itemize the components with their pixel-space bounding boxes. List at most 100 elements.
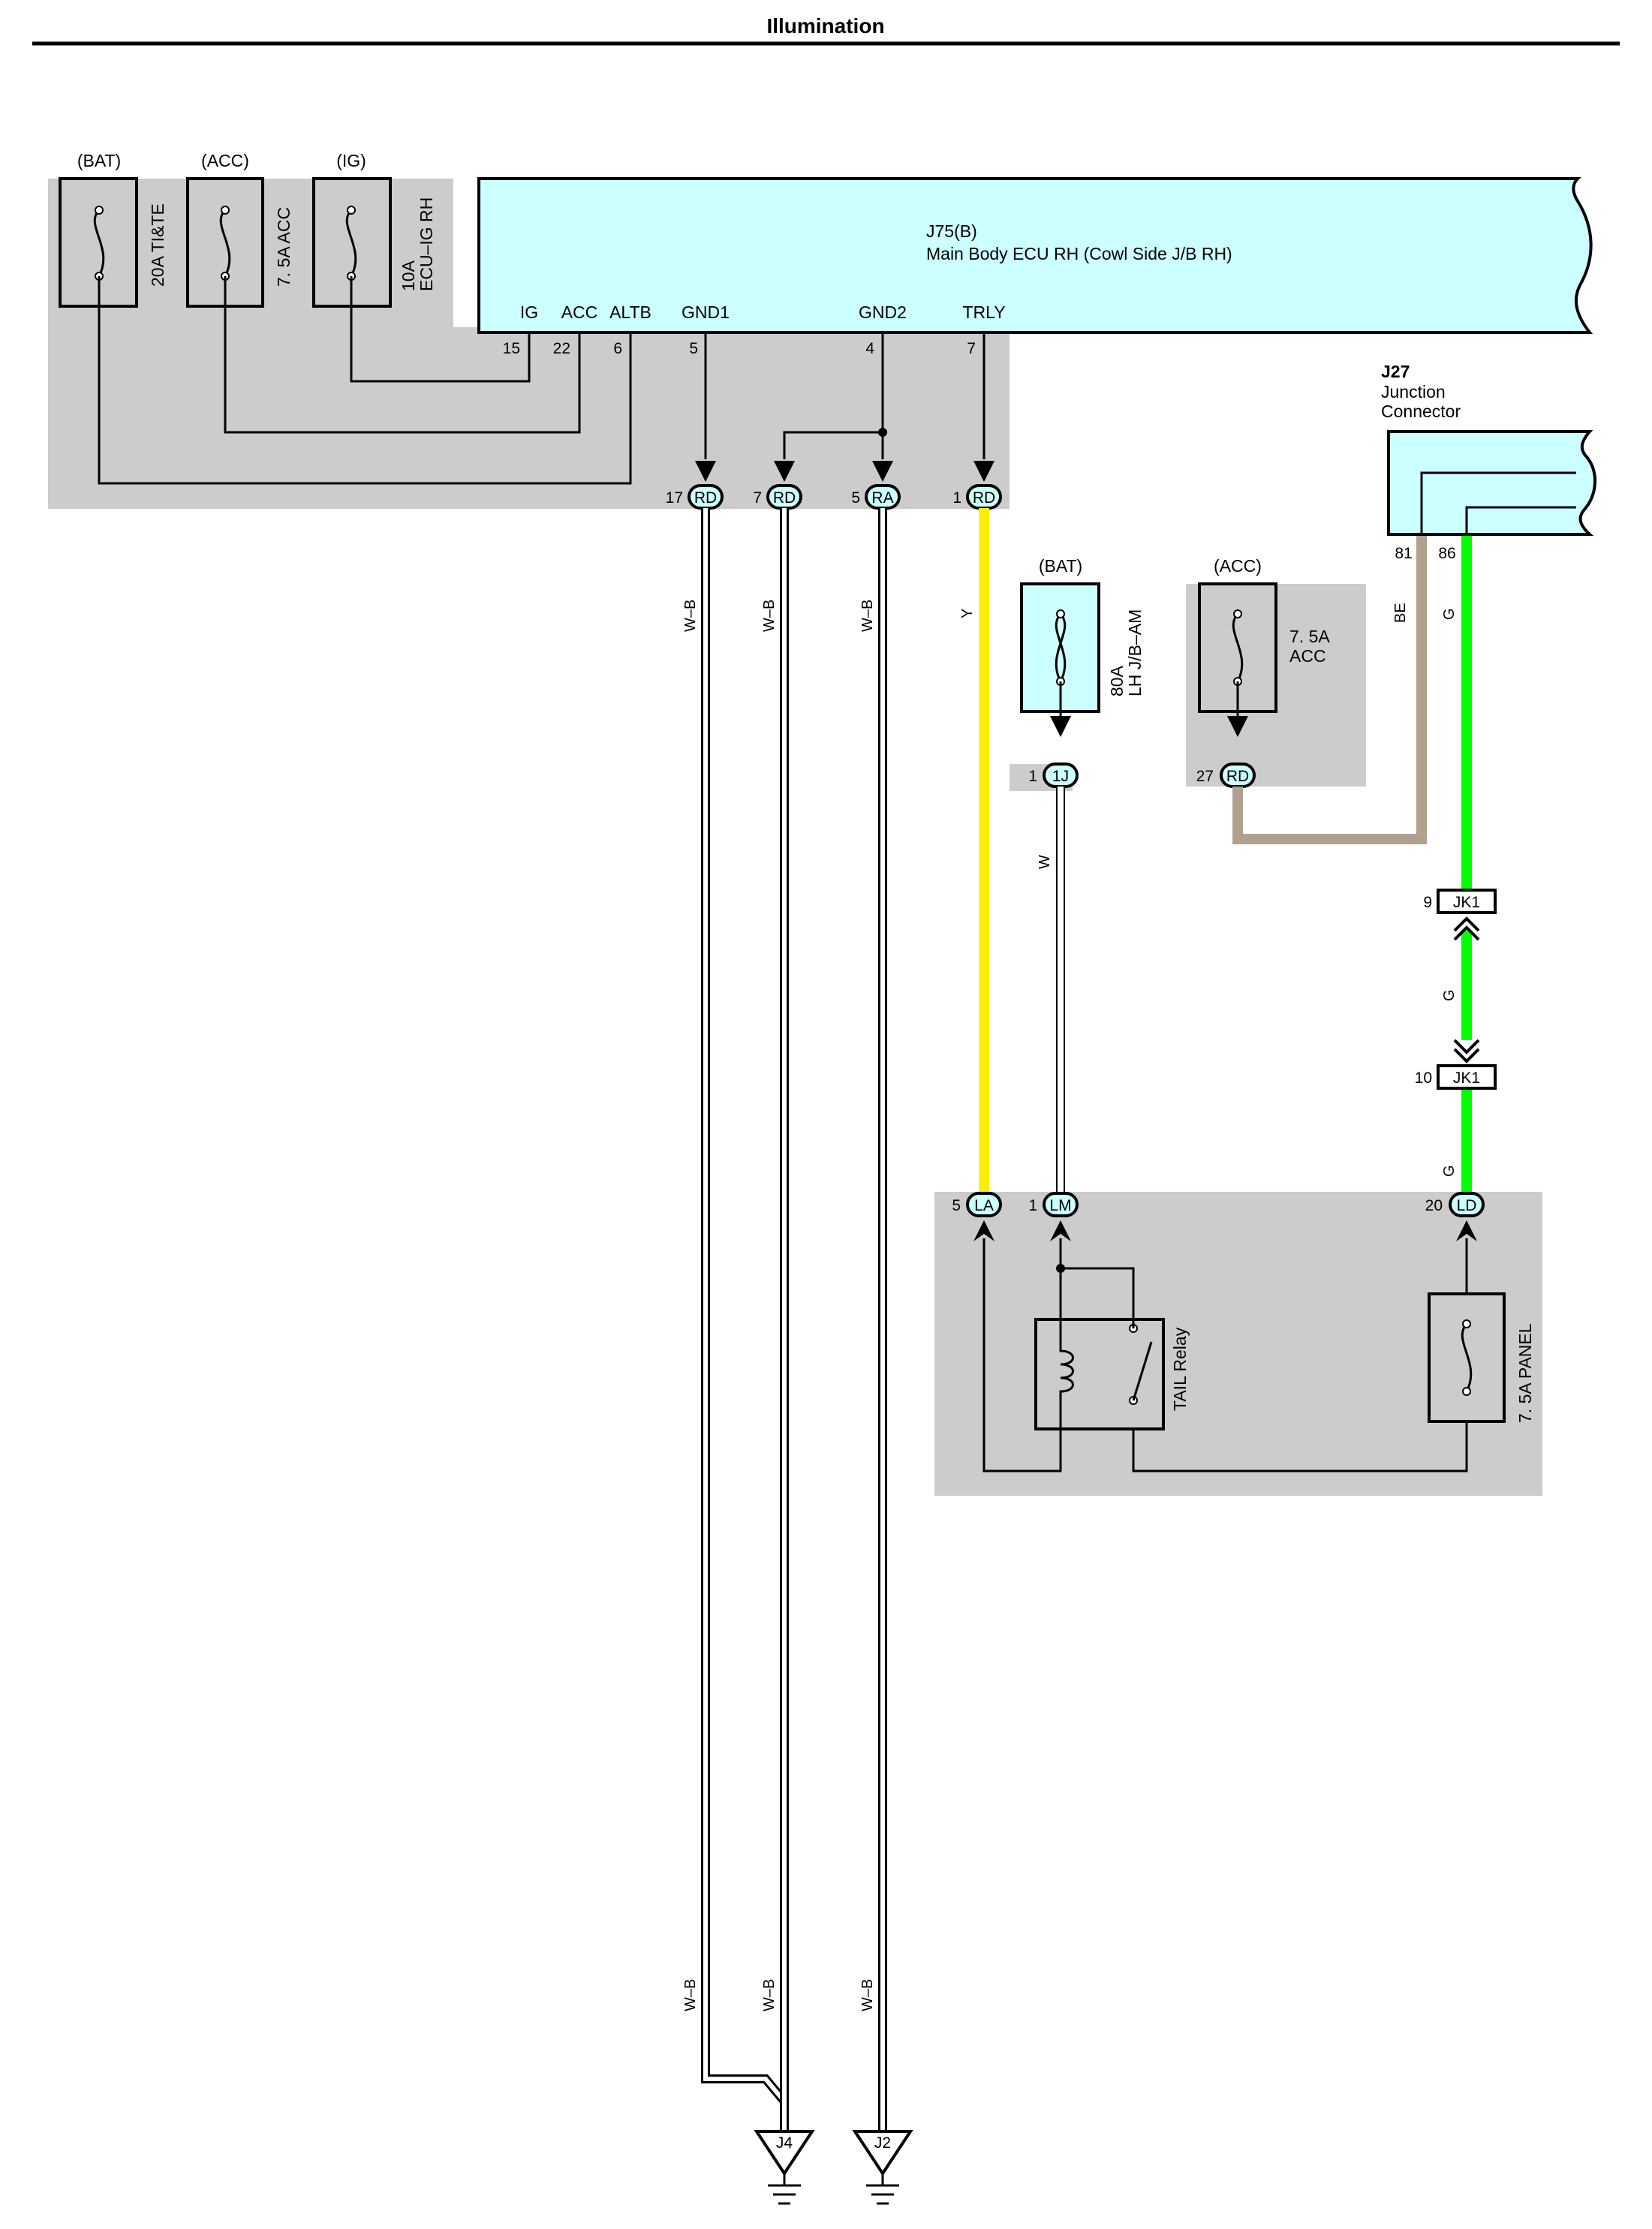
- ecu-name: Main Body ECU RH (Cowl Side J/B RH): [926, 244, 1232, 263]
- fuse-source-ig: (IG): [336, 151, 366, 170]
- bat-fuse-source: (BAT): [1039, 556, 1082, 576]
- la-wire: [982, 1238, 1062, 1472]
- connector-code: JK1: [1453, 1069, 1480, 1087]
- ecu-terminal-gnd2: GND2: [859, 302, 907, 322]
- ecu-terminal-acc: ACC: [561, 302, 598, 322]
- wire-label-wb-6: W–B: [859, 1979, 876, 2011]
- acc-fuse-icon: [1232, 612, 1244, 682]
- ecu-connector-rd-17: RD 17: [666, 484, 724, 510]
- ecu-connector-ra-5: RA 5: [851, 484, 901, 510]
- fuse-ig: (IG) 10A ECU–IG RH: [312, 151, 436, 308]
- junction-inner-line-81: [1420, 471, 1576, 534]
- connector-pin: 20: [1425, 1197, 1443, 1214]
- ground-label: J4: [776, 2134, 793, 2152]
- wire-label-wb-2: W–B: [761, 600, 778, 632]
- ecu-pin-4: 4: [865, 340, 874, 357]
- fuse-icon: [1461, 1322, 1473, 1392]
- fuse-label: 20A TI&TE: [148, 203, 167, 287]
- fuse-label-line1: 10A: [399, 260, 418, 291]
- jk1-connector-10: JK1 10: [1415, 1039, 1497, 1090]
- junction-pin-86: 86: [1438, 545, 1455, 562]
- ground-wires: [701, 508, 887, 2131]
- bat-fuse-label-line2: LH J/B–AM: [1125, 609, 1145, 696]
- beige-wire: [1232, 536, 1427, 844]
- ecu-terminal-trly: TRLY: [962, 302, 1005, 322]
- ground-label: J2: [874, 2134, 891, 2152]
- acc-fuse-label-line1: 7. 5A: [1289, 627, 1330, 646]
- ecu-box-body: [477, 177, 1593, 334]
- ecu-pin-6: 6: [613, 340, 622, 357]
- connector-code: RD: [973, 489, 995, 507]
- connector-pin: 1: [1028, 768, 1037, 785]
- relay-label: TAIL Relay: [1170, 1327, 1190, 1411]
- wire-label-g-2: G: [1441, 989, 1458, 1001]
- fuse-source-bat: (BAT): [77, 151, 121, 170]
- acc-fuse-connector: RD 27: [1196, 763, 1256, 788]
- ecu-connector-rd-1: RD 1: [952, 484, 1002, 510]
- relay-connector-lm: LM 1: [1028, 1192, 1079, 1217]
- wire-label-wb-4: W–B: [682, 1979, 699, 2011]
- ecu-pin-5: 5: [689, 340, 698, 357]
- ground-j2: J2: [852, 2130, 913, 2205]
- relay-coil-icon: [1059, 1319, 1074, 1429]
- wire-label-g-3: G: [1441, 1165, 1458, 1177]
- connector-pin: 10: [1415, 1069, 1432, 1087]
- junction-inner-line-86: [1465, 506, 1576, 534]
- tail-relay: TAIL Relay: [1034, 1318, 1190, 1430]
- acc-fuse-source: (ACC): [1214, 556, 1262, 576]
- ecu-pin-7: 7: [967, 340, 976, 357]
- junction-id: J27: [1381, 362, 1410, 381]
- ecu-id: J75(B): [926, 221, 977, 241]
- ecu-terminal-gnd1: GND1: [682, 302, 730, 322]
- gnd2-splice: [878, 428, 887, 437]
- junction-name-line2: Connector: [1381, 402, 1461, 421]
- wire-label-be: BE: [1392, 603, 1409, 623]
- fuse-label: 7. 5A ACC: [274, 207, 293, 287]
- connector-code: LD: [1457, 1197, 1477, 1214]
- relay-connector-ld: LD 20: [1425, 1192, 1485, 1217]
- junction-name-line1: Junction: [1381, 382, 1446, 402]
- connector-pin: 1: [1028, 1197, 1037, 1214]
- ecu-terminal-ig: IG: [520, 302, 538, 322]
- connector-code: LM: [1049, 1197, 1071, 1214]
- junction-connector-box: [1387, 430, 1596, 536]
- ecu-connector-rd-7: RD 7: [753, 484, 802, 510]
- connector-pin: 17: [666, 489, 683, 507]
- wire-label-wb-3: W–B: [859, 600, 876, 632]
- connector-code: RD: [773, 489, 796, 507]
- connector-code: RA: [871, 489, 893, 507]
- wire-label-y: Y: [959, 609, 976, 618]
- panel-fuse: 7. 5A PANEL: [1428, 1292, 1535, 1429]
- gnd2-branch-wire: [783, 431, 883, 459]
- connector-code: RD: [694, 489, 717, 507]
- connector-pin: 5: [952, 1197, 961, 1214]
- fuse-label-line2: ECU–IG RH: [417, 197, 436, 291]
- ecu-pin-15: 15: [503, 340, 520, 357]
- relay-block-arrows: [973, 1220, 1477, 1241]
- bat-fuse-arrow: [1050, 716, 1071, 737]
- fuse-source-acc: (ACC): [201, 151, 249, 170]
- relay-to-fuse-wire: [1132, 1403, 1468, 1472]
- bat-fuse-connector: 1J 1: [1028, 763, 1079, 788]
- jk1-connector-9: JK1 9: [1423, 889, 1497, 941]
- acc-fuse-label-line2: ACC: [1289, 646, 1326, 666]
- acc-wire: [224, 276, 581, 434]
- fuse-icon: [345, 209, 357, 277]
- fuse-icon: [219, 209, 231, 277]
- connector-pin: 7: [753, 489, 762, 507]
- ig-wire: [350, 276, 531, 383]
- relay-switch-icon: [1132, 1319, 1153, 1401]
- connector-pin: 27: [1196, 768, 1214, 785]
- connector-pin: 5: [851, 489, 860, 507]
- ecu-terminal-altb: ALTB: [609, 302, 651, 322]
- bat-fuse-label-line1: 80A: [1107, 665, 1127, 696]
- page-title: Illumination: [766, 14, 884, 38]
- connector-pin: 9: [1423, 894, 1432, 911]
- wire-label-wb-5: W–B: [761, 1979, 778, 2011]
- wire-label-g-1: G: [1441, 608, 1458, 620]
- ecu-pin-22: 22: [553, 340, 570, 357]
- fuse-label: 7. 5A PANEL: [1515, 1323, 1535, 1423]
- lm-branch-wire: [1061, 1267, 1135, 1319]
- relay-connector-la: LA 5: [952, 1192, 1002, 1217]
